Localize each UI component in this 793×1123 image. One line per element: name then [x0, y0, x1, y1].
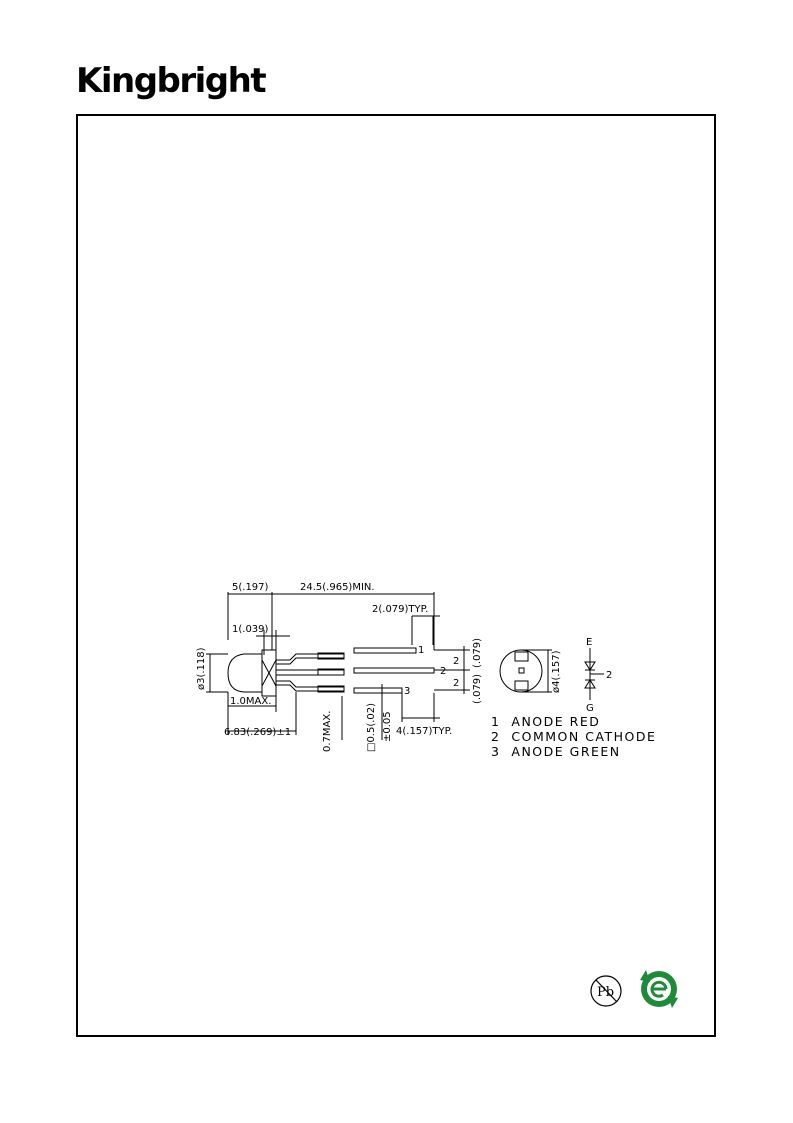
end-view-center [518, 667, 525, 674]
lead-3-segment [317, 685, 345, 693]
led-end-view [499, 649, 543, 693]
dim-lens-diameter: ø3(.118) [196, 647, 207, 690]
dim-lead-square: □0.5(.02) [366, 703, 377, 752]
dim-flange-max: 1.0MAX. [230, 696, 271, 707]
dim-lead-length: 24.5(.965)MIN. [300, 582, 375, 593]
pin-number-3: 3 [404, 686, 410, 697]
brand-logo: Kingbright [76, 61, 267, 101]
schematic-label-e: E [586, 637, 592, 648]
led-flange [261, 649, 277, 697]
lead-free-strike [595, 979, 618, 1003]
lead-1 [276, 653, 344, 661]
diode-green-symbol [584, 679, 596, 689]
dim-body-length: 5(.197) [232, 582, 269, 593]
dim-standoff: 0.7MAX. [322, 711, 333, 752]
end-view-pad [514, 680, 529, 691]
lead-3-edge [276, 684, 344, 692]
dim-lead-tolerance: ±0.05 [382, 711, 393, 742]
diode-red-symbol [584, 661, 596, 671]
dim-pitch-n2: 2 [453, 678, 459, 689]
pin-number-1: 1 [418, 645, 424, 656]
dim-pitch-n1: 2 [453, 656, 459, 667]
dim-lead-gap: 4(.157)TYP. [396, 726, 452, 737]
dim-seat-length: 6.83(.269)±1 [224, 727, 291, 738]
schematic-label-g: G [586, 703, 594, 714]
pin-desc-2: 2 COMMON CATHODE [491, 729, 656, 744]
dim-pitch-a: (.079) [472, 638, 483, 668]
pin-desc-1: 1 ANODE RED [491, 714, 600, 729]
pin-number-2: 2 [440, 666, 446, 677]
dim-pitch-typ: 2(.079)TYP. [372, 604, 428, 615]
lead-1-segment [317, 652, 345, 660]
content-frame [76, 114, 716, 1037]
flange-hatch [261, 659, 277, 687]
lead-1-edge [276, 657, 344, 665]
schematic-label-2: 2 [606, 670, 612, 681]
lead-2-cont [353, 667, 435, 674]
lead-free-badge [590, 975, 622, 1007]
dim-end-diameter: ø4(.157) [551, 650, 562, 693]
lead-3 [276, 680, 344, 688]
lead-3-cont [353, 687, 403, 694]
dim-pitch-b: (.079) [472, 674, 483, 704]
lead-free-label: Pb [597, 985, 614, 1000]
lead-1-cont [353, 647, 417, 654]
lead-2-segment [317, 668, 345, 676]
rohs-e-icon [640, 970, 678, 1008]
led-lens [227, 653, 263, 693]
pin-desc-3: 3 ANODE GREEN [491, 744, 621, 759]
dim-flange: 1(.039) [232, 624, 269, 635]
end-view-pad [514, 651, 529, 662]
